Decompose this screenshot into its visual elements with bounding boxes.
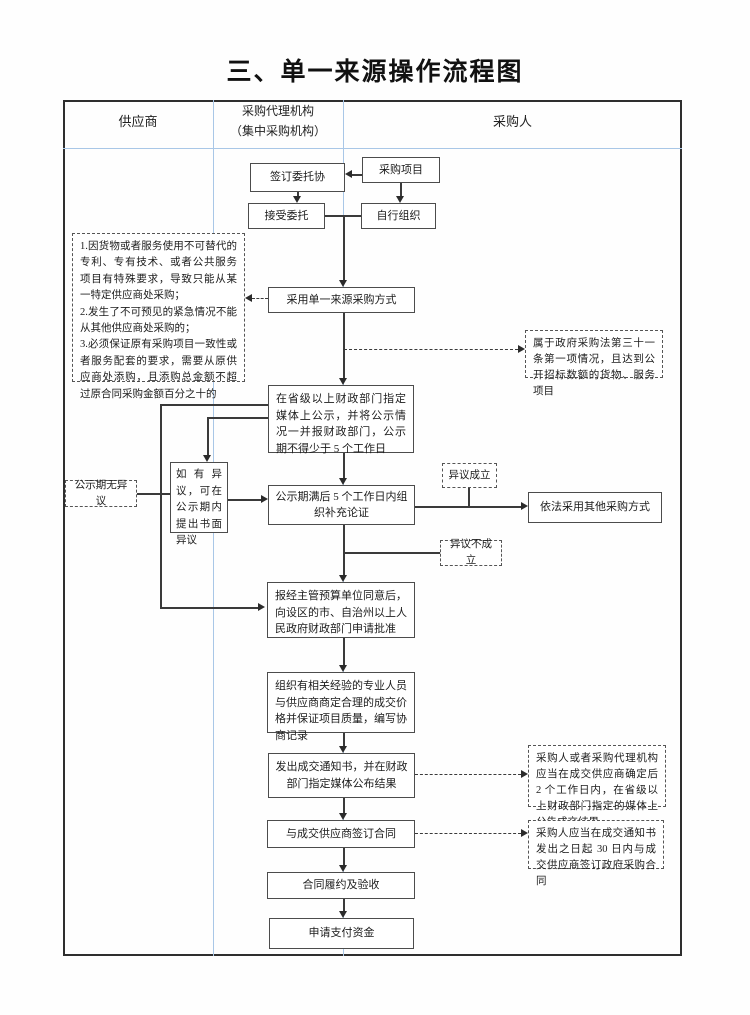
connector-objection-valid-stub	[468, 488, 470, 507]
node-contract-acceptance: 合同履约及验收	[267, 872, 415, 899]
header-divider	[63, 148, 682, 149]
connector-acceptance-to-payment	[343, 899, 345, 911]
connector-sign-to-accept	[297, 192, 299, 197]
arrowhead-left-sign	[345, 170, 352, 178]
connector-negotiate-to-notice	[343, 733, 345, 746]
arrowhead-down-approval	[339, 575, 347, 582]
arrowhead-right-other	[521, 502, 528, 510]
connector-single-to-publicity	[343, 313, 345, 378]
connector-down-objection	[207, 417, 209, 455]
note-single-source-conditions: 1.因货物或者服务使用不可替代的专利、专有技术、或者公共服务项目有特殊要求，导致…	[72, 233, 245, 400]
note-objection-valid: 异议成立	[442, 463, 497, 488]
connector-dashed-30days	[415, 833, 521, 834]
connector-noobjection-label	[137, 493, 170, 495]
connector-project-to-sign	[352, 174, 362, 176]
node-apply-approval: 报经主管预算单位同意后，向设区的市、自治州以上人民政府财政部门申请批准	[267, 582, 415, 638]
connector-spine-top	[343, 215, 345, 280]
connector-objection-to-supplement	[228, 499, 261, 501]
arrowhead-left-conditions	[245, 294, 252, 302]
connector-noobjection-down	[160, 404, 162, 608]
page-title: 三、单一来源操作流程图	[226, 58, 524, 86]
connector-supplement-to-approval	[343, 525, 345, 575]
connector-dashed-conditions	[252, 298, 268, 299]
connector-dashed-law	[344, 349, 518, 350]
arrowhead-right-supplement	[261, 495, 268, 503]
connector-contract-to-acceptance	[343, 848, 345, 865]
connector-notice-to-contract	[343, 798, 345, 813]
connector-approval-to-negotiate	[343, 638, 345, 665]
note-law-article31: 属于政府采购法第三十一条第一项情况，且达到公开招标数额的货物、服务项目	[525, 330, 663, 397]
lane-header-agency: 采购代理机构 （集中采购机构）	[229, 104, 326, 138]
arrowhead-down-notice	[339, 746, 347, 753]
node-sign-agreement: 签订委托协	[250, 163, 345, 192]
arrowhead-down-payment	[339, 911, 347, 918]
connector-dashed-announce	[415, 774, 521, 775]
node-procurement-project: 采购项目	[362, 157, 440, 183]
node-adopt-single-source: 采用单一来源采购方式	[268, 287, 415, 313]
node-issue-notice: 发出成交通知书，并在财政部门指定媒体公布结果	[268, 753, 415, 798]
arrowhead-down-accept	[293, 196, 301, 203]
lane-header-supplier: 供应商	[118, 114, 158, 129]
node-sign-contract: 与成交供应商签订合同	[267, 820, 415, 848]
arrowhead-down-contract	[339, 813, 347, 820]
connector-objection-invalid-branch	[344, 552, 440, 554]
arrowhead-down-single-source	[339, 280, 347, 287]
arrowhead-right-approval	[258, 603, 265, 611]
arrowhead-down-acceptance	[339, 865, 347, 872]
arrowhead-right-announce	[521, 770, 528, 778]
connector-project-to-self	[400, 183, 402, 196]
node-other-method: 依法采用其他采购方式	[528, 492, 662, 523]
note-sign-within-30days: 采购人应当在成交通知书发出之日起 30 日内与成交供应商签订政府采购合同	[528, 820, 664, 887]
arrowhead-down-publicity	[339, 378, 347, 385]
connector-publicity-left-1	[160, 404, 268, 406]
arrowhead-down-self	[396, 196, 404, 203]
flowchart-table-border	[63, 100, 682, 956]
arrowhead-right-30days	[521, 829, 528, 837]
note-announce-result: 采购人或者采购代理机构应当在成交供应商确定后 2 个工作日内，在省级以上财政部门…	[528, 745, 666, 828]
note-objection-invalid: 异议不成立	[440, 539, 502, 566]
node-supplement-demonstration: 公示期满后 5 个工作日内组织补充论证	[268, 485, 415, 525]
arrowhead-down-supplement	[339, 478, 347, 485]
arrowhead-down-negotiate	[339, 665, 347, 672]
note-no-objection: 公示期无异议	[65, 480, 137, 507]
node-accept-entrustment: 接受委托	[248, 203, 325, 229]
node-negotiate-price: 组织有相关经验的专业人员与供应商商定合理的成交价格并保证项目质量，编写协商记录	[267, 672, 415, 742]
node-apply-payment: 申请支付资金	[269, 918, 414, 949]
arrowhead-down-objection	[203, 455, 211, 462]
arrowhead-right-law	[518, 345, 525, 353]
node-written-objection: 如有异议，可在公示期内提出书面异议	[170, 462, 228, 546]
node-self-organize: 自行组织	[361, 203, 436, 229]
connector-to-approval	[160, 607, 258, 609]
lane-header-purchaser: 采购人	[492, 114, 532, 129]
connector-publicity-to-supplement	[343, 453, 345, 478]
connector-publicity-left-2	[207, 417, 268, 419]
node-publicity: 在省级以上财政部门指定媒体上公示，并将公示情况一并报财政部门，公示期不得少于 5…	[268, 385, 414, 455]
